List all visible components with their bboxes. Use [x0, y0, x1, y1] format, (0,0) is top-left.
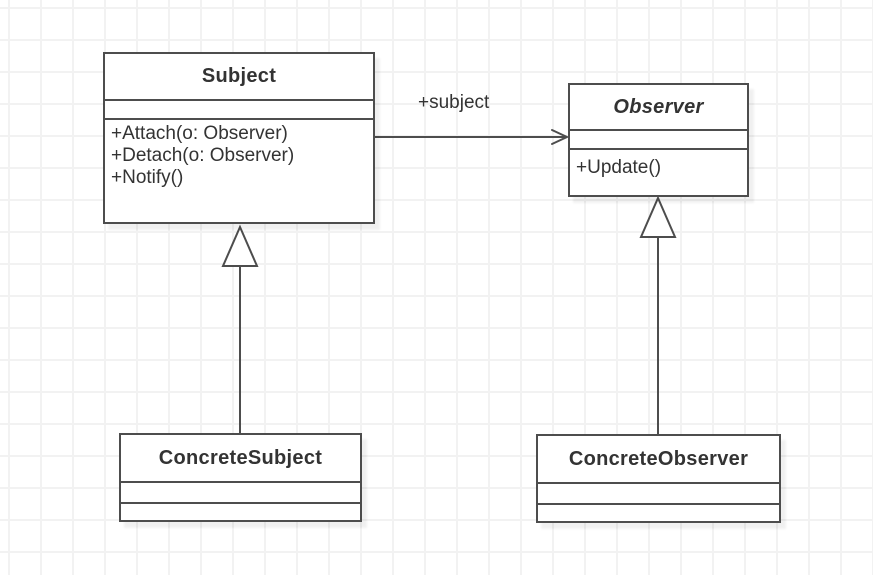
methods-compartment — [121, 502, 360, 520]
methods-compartment: +Attach(o: Observer) +Detach(o: Observer… — [105, 118, 373, 222]
method-label: +Detach(o: Observer) — [111, 145, 295, 166]
generalization-concreteobserver-observer[interactable] — [639, 195, 677, 434]
class-title: Subject — [201, 65, 277, 87]
method-label: +Update() — [576, 157, 662, 178]
attributes-compartment — [570, 129, 747, 148]
class-observer[interactable]: Observer +Update() — [568, 83, 749, 197]
open-arrowhead-icon — [551, 129, 570, 145]
method-label: +Notify() — [111, 167, 184, 188]
methods-compartment — [538, 503, 779, 521]
class-concrete-subject[interactable]: ConcreteSubject — [119, 433, 362, 522]
class-concrete-observer[interactable]: ConcreteObserver — [536, 434, 781, 523]
class-title: ConcreteSubject — [158, 446, 323, 469]
attributes-compartment — [105, 99, 373, 118]
association-subject-observer[interactable] — [375, 129, 570, 145]
method-label: +Attach(o: Observer) — [111, 123, 288, 144]
hollow-triangle-icon — [639, 195, 677, 238]
methods-compartment: +Update() — [570, 148, 747, 195]
class-title: ConcreteObserver — [568, 447, 749, 470]
attributes-compartment — [538, 482, 779, 503]
class-subject[interactable]: Subject +Attach(o: Observer) +Detach(o: … — [103, 52, 375, 224]
association-label[interactable]: +subject — [418, 92, 490, 113]
hollow-triangle-icon — [221, 224, 259, 267]
generalization-concretesubject-subject[interactable] — [221, 224, 259, 433]
attributes-compartment — [121, 481, 360, 502]
class-title: Observer — [613, 95, 704, 118]
